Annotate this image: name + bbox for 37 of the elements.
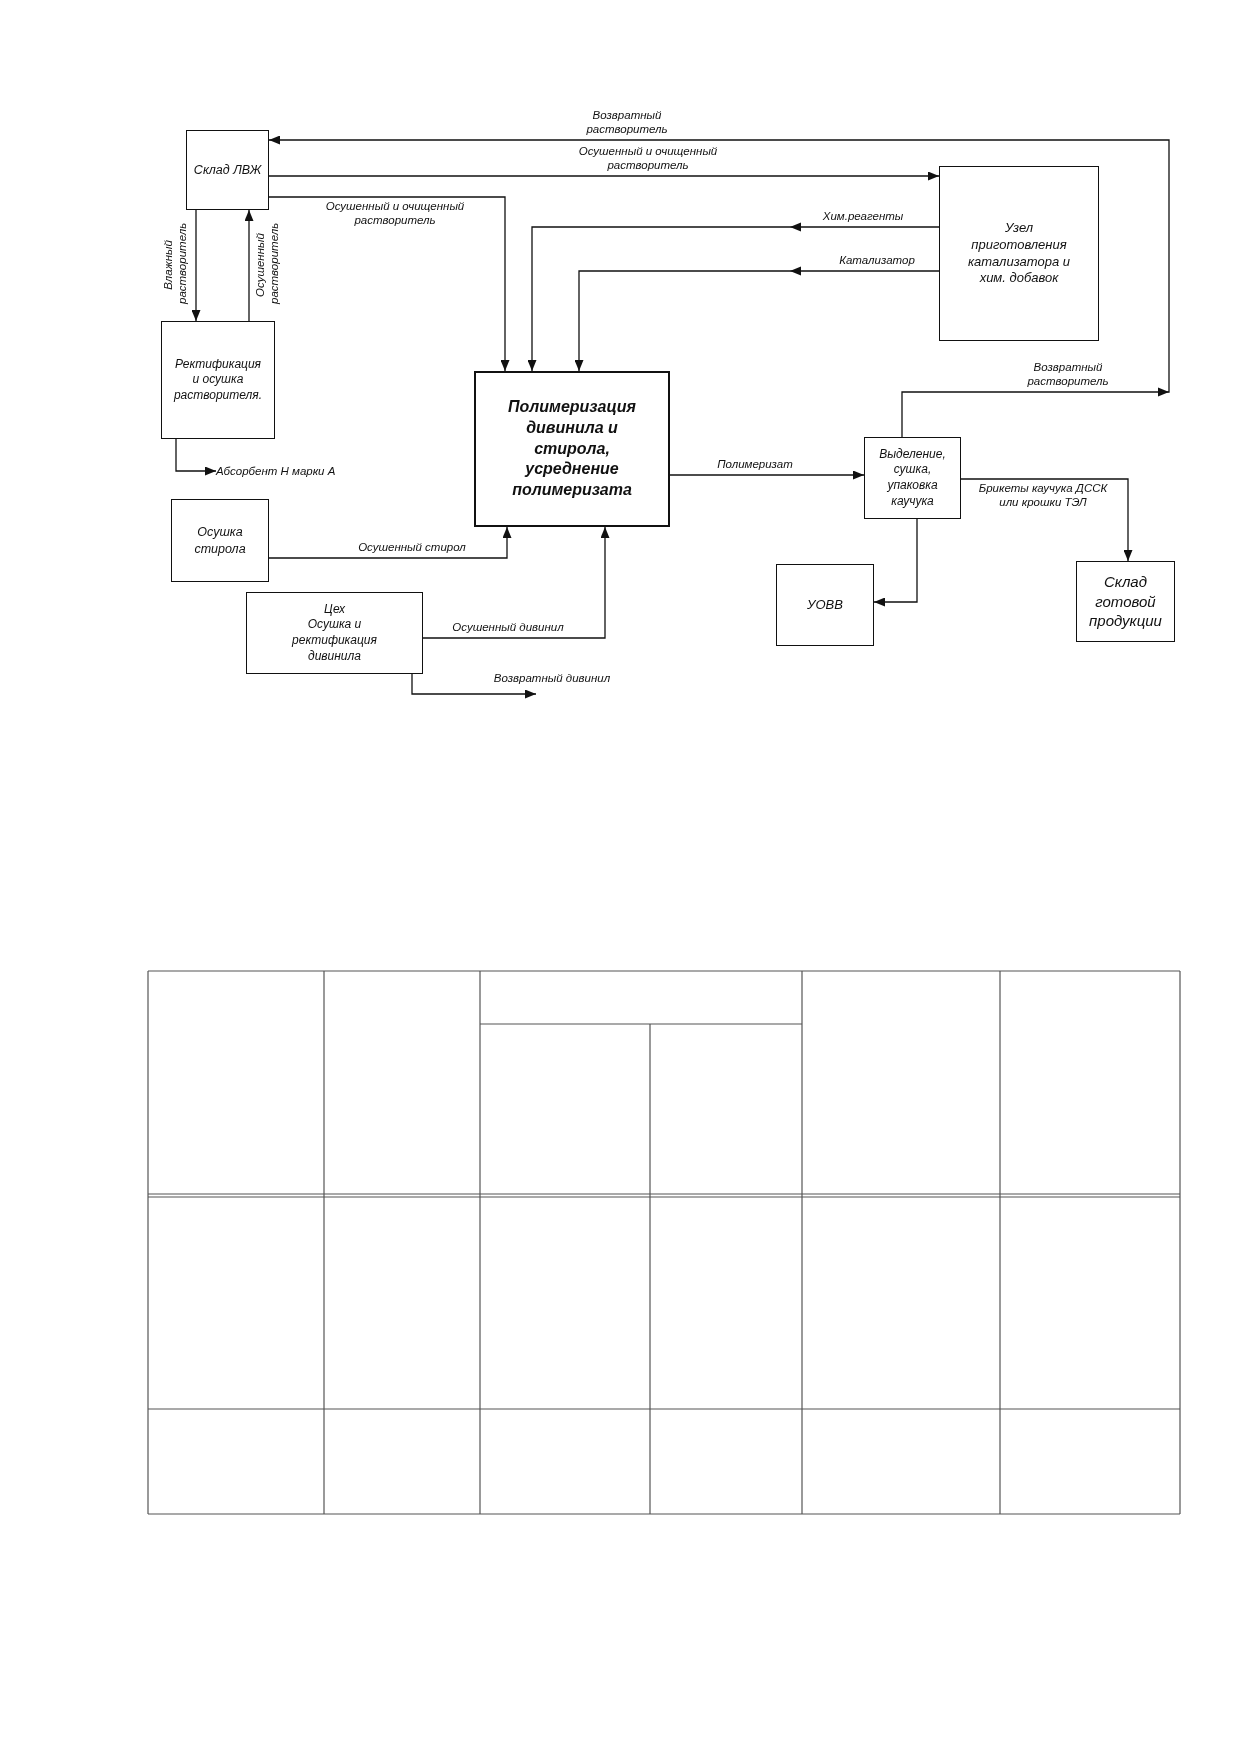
edge-label: Влажный растворитель — [162, 225, 190, 305]
arrow — [411, 673, 537, 699]
output-label: Абсорбент Н марки А — [216, 463, 366, 479]
edge-label: Возвратный дивинил — [491, 672, 613, 686]
box-label: Полимеризация дивинила и стирола, усреднение полимеризата — [507, 397, 637, 501]
arrow — [268, 171, 940, 181]
box-label: Склад ЛВЖ — [193, 161, 262, 179]
process-box — [864, 437, 961, 519]
process-box — [474, 371, 670, 527]
box-heading: Цех — [323, 601, 346, 618]
arrow — [268, 526, 512, 559]
arrow — [175, 438, 217, 476]
process-box — [1076, 561, 1175, 642]
edge-label: Брикеты каучука ДССК или крошки ТЭЛ — [977, 482, 1109, 510]
arrow — [873, 518, 918, 607]
box-label: Выделение, сушка, упаковка каучука — [878, 446, 947, 510]
box-label: Узел приготовления катализатора и хим. добавок — [966, 219, 1071, 288]
process-box — [171, 499, 269, 582]
edge-label: Осушенный растворитель — [254, 225, 282, 305]
arrow — [191, 209, 201, 322]
process-box — [186, 130, 269, 210]
arrow — [422, 526, 610, 639]
edge-label: Хим.реагенты — [820, 210, 906, 224]
box-label: Осушка и ректификация дивинила — [290, 617, 378, 665]
box-label: УОВВ — [807, 596, 843, 614]
arrow — [268, 196, 510, 372]
process-box — [246, 592, 423, 674]
box-label: Ректификация и осушка растворителя. — [172, 356, 264, 404]
box-label: Склад готовой продукции — [1088, 572, 1163, 631]
process-box — [939, 166, 1099, 341]
edge-label: Катализатор — [836, 254, 918, 268]
arrow — [244, 209, 254, 322]
process-box — [161, 321, 275, 439]
process-box — [776, 564, 874, 646]
arrow — [669, 470, 865, 480]
box-label: Осушка стирола — [193, 524, 247, 557]
arrow — [960, 478, 1133, 562]
